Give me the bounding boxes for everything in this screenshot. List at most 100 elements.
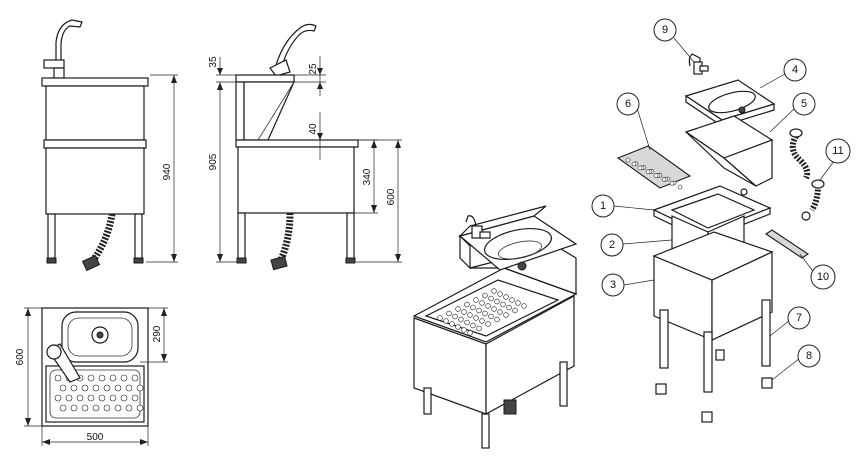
grate-hole <box>464 301 470 308</box>
part7-leg-b <box>703 331 713 393</box>
grate-hole <box>125 384 133 392</box>
dim-side-counter: 600 <box>386 188 397 205</box>
callout-8: 8 <box>797 344 821 368</box>
callout-5-label: 5 <box>801 98 807 110</box>
exploded-view <box>616 53 825 423</box>
grate-hole <box>455 306 461 312</box>
callout-4-label: 4 <box>792 64 798 76</box>
callout-9-label: 9 <box>662 24 668 36</box>
grate-hole <box>637 165 643 171</box>
grate-hole <box>467 330 473 336</box>
grate-hole <box>120 394 128 402</box>
grate-hole <box>491 288 497 294</box>
plan-view: 600 290 500 <box>15 307 168 446</box>
grate-hole <box>98 394 106 402</box>
part8-foot-c <box>761 377 773 389</box>
grate-hole <box>488 313 494 320</box>
callout-11-label: 11 <box>832 145 843 157</box>
grate-hole <box>482 310 488 317</box>
drain-hose-side <box>276 212 294 264</box>
grate-hole <box>461 309 467 315</box>
grate-hole <box>92 404 100 412</box>
part6-grate <box>616 145 692 189</box>
isometric-assembly <box>412 205 578 449</box>
drain-hose-front <box>89 213 116 265</box>
grate-hole <box>109 374 117 382</box>
grate-hole <box>503 294 509 300</box>
grate-hole <box>70 404 78 412</box>
grate-hole <box>125 404 133 412</box>
callout-8-label: 8 <box>806 350 812 362</box>
grate-hole <box>515 300 521 306</box>
grate-hole <box>494 298 500 305</box>
side-top-rail <box>235 74 295 83</box>
grate-hole <box>631 161 637 167</box>
dim-side-height: 905 <box>208 153 219 170</box>
grate-hole <box>669 180 675 186</box>
grate-hole <box>482 292 488 299</box>
front-top-rim <box>41 77 149 87</box>
part7-leg-c <box>761 299 771 367</box>
part7-leg-a <box>659 309 669 369</box>
grate-hole <box>661 177 667 182</box>
grate-hole <box>59 404 67 412</box>
callout-7-label: 7 <box>796 312 802 324</box>
part8-foot-b <box>701 411 713 423</box>
grate-hole <box>446 310 452 317</box>
callout-6-label: 6 <box>625 98 631 110</box>
faucet-side <box>275 23 317 67</box>
grate-hole <box>70 384 78 392</box>
callout-5: 5 <box>792 92 816 116</box>
front-mid-rim <box>43 139 147 149</box>
side-view: 35 905 25 40 340 600 <box>208 23 402 271</box>
grate-hole <box>473 315 479 321</box>
grate-hole <box>479 318 485 324</box>
grate-hole <box>503 312 509 318</box>
grate-hole <box>92 384 100 392</box>
callout-1-label: 1 <box>600 200 606 212</box>
grate-hole <box>136 404 144 412</box>
grate-hole <box>476 307 482 314</box>
faucet-lever <box>43 59 65 69</box>
part-callouts: 9 4 5 6 11 1 2 3 10 7 8 <box>591 18 851 381</box>
part8-foot-a <box>655 383 667 395</box>
grate-hole <box>677 184 683 190</box>
grate-hole <box>506 304 512 311</box>
grate-hole <box>479 300 485 306</box>
iso-cabinet-right <box>485 294 575 416</box>
grate-hole <box>131 394 139 402</box>
grate-hole <box>131 374 139 382</box>
part11-hose-b <box>809 185 821 212</box>
front-leg-left <box>47 213 56 261</box>
grate-hole <box>437 315 443 321</box>
grate-hole <box>497 291 503 297</box>
grate-hole <box>461 327 467 333</box>
grate-hole <box>473 297 479 303</box>
grate-hole <box>470 304 476 311</box>
callout-6: 6 <box>616 92 640 116</box>
grate-hole <box>76 394 84 402</box>
grate-hole <box>449 321 455 327</box>
callout-2-label: 2 <box>609 239 615 251</box>
grate-hole <box>54 374 62 382</box>
grate-hole <box>485 321 491 327</box>
side-counter <box>235 139 359 148</box>
plan-grate-holes <box>54 374 144 412</box>
dim-front-height: 940 <box>162 163 173 180</box>
grate-hole <box>494 316 500 323</box>
callout-2: 2 <box>600 233 624 257</box>
grate-hole <box>455 324 461 330</box>
part9-faucet <box>688 53 701 70</box>
side-upper-basin <box>243 81 295 141</box>
front-leg-right <box>134 213 143 261</box>
dim-plan-basin: 290 <box>152 325 163 342</box>
callout-10-label: 10 <box>817 271 829 283</box>
side-lower-body <box>237 146 355 214</box>
grate-hole <box>476 325 482 332</box>
front-view: 940 <box>41 19 178 272</box>
grate-hole <box>81 404 89 412</box>
grate-hole <box>114 384 122 392</box>
callout-9: 9 <box>653 18 677 42</box>
grate-hole <box>452 313 458 320</box>
callout-11: 11 <box>825 138 851 164</box>
